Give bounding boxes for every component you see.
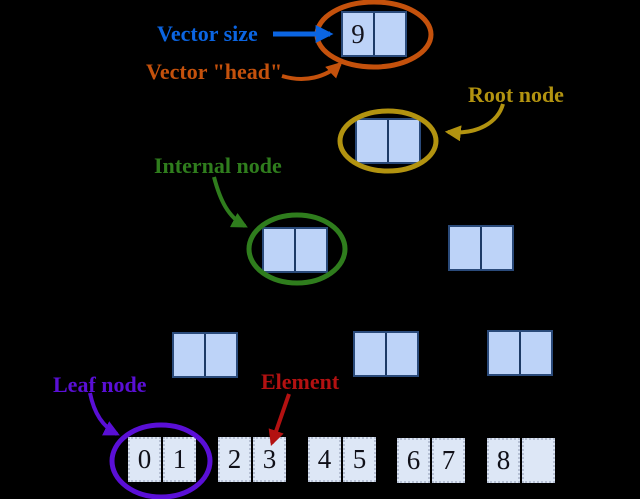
internal-node-arrow <box>212 176 248 228</box>
element-8: 8 <box>487 438 520 483</box>
vector-head-label: Vector "head" <box>146 59 283 84</box>
element-4: 4 <box>308 437 341 482</box>
mid-center-cell-right <box>385 333 417 375</box>
element-1: 1 <box>163 437 196 482</box>
leaf-node-label: Leaf node <box>53 372 147 397</box>
root-node-arrow <box>444 103 505 142</box>
mid-node-left <box>172 332 238 378</box>
leaf-node-arrow <box>88 392 120 436</box>
element-6: 6 <box>397 438 430 483</box>
mid-left-cell-right <box>204 334 236 376</box>
vector-head-arrow <box>281 61 343 81</box>
mid-center-cell-left <box>355 333 385 375</box>
mid-node-center <box>353 331 419 377</box>
element-label: Element <box>261 369 340 394</box>
root-cell-right <box>387 120 419 162</box>
vector-head-pointer-cell <box>373 13 405 55</box>
internal-node-label: Internal node <box>154 153 282 178</box>
vector-size-cell: 9 <box>351 18 365 49</box>
leaf-node-4: 8 <box>487 438 555 483</box>
internal-left-cell-left <box>264 229 294 271</box>
internal-node-left <box>262 227 328 273</box>
mid-right-cell-right <box>519 332 551 374</box>
empty-element-cell <box>522 438 555 483</box>
mid-left-cell-left <box>174 334 204 376</box>
element-5: 5 <box>343 437 376 482</box>
leaf-node-3: 6 7 <box>397 438 465 483</box>
root-node <box>355 118 421 164</box>
element-2: 2 <box>218 437 251 482</box>
internal-right-cell-right <box>480 227 512 269</box>
element-0: 0 <box>128 437 161 482</box>
leaf-node-2: 4 5 <box>308 437 376 482</box>
internal-node-right <box>448 225 514 271</box>
vector-head-node: 9 <box>341 11 407 57</box>
mid-node-right <box>487 330 553 376</box>
vector-size-label: Vector size <box>157 21 258 46</box>
mid-right-cell-left <box>489 332 519 374</box>
root-node-label: Root node <box>468 82 564 107</box>
element-7: 7 <box>432 438 465 483</box>
root-cell-left <box>357 120 387 162</box>
internal-right-cell-left <box>450 227 480 269</box>
leaf-node-0: 0 1 <box>128 437 196 482</box>
element-arrow <box>268 393 291 447</box>
element-3: 3 <box>253 437 286 482</box>
leaf-node-1: 2 3 <box>218 437 286 482</box>
internal-left-cell-right <box>294 229 326 271</box>
